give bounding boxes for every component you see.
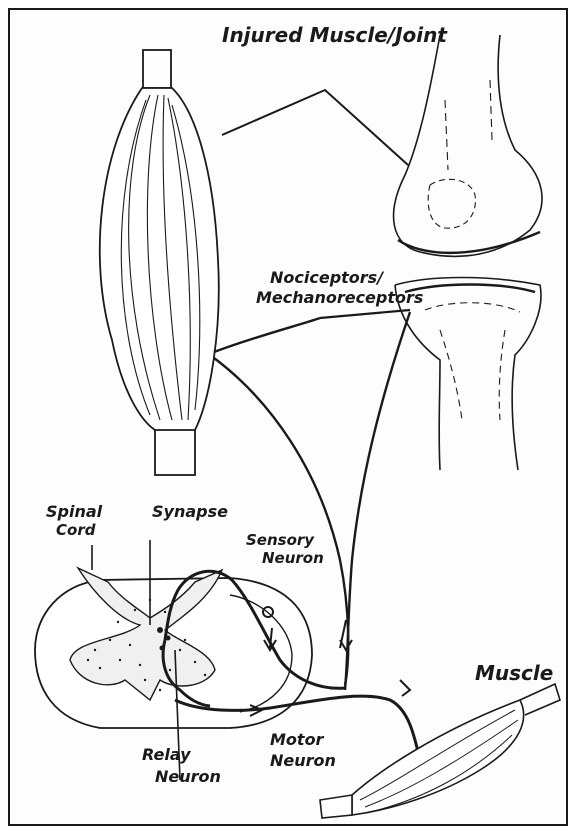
motor-neuron-label-line1: Motor	[270, 730, 325, 749]
sensory-neuron-label-line1: Sensory	[246, 531, 315, 549]
relay-neuron-label-line2: Neuron	[155, 767, 221, 786]
title-injured-muscle-joint: Injured Muscle/Joint	[222, 23, 448, 47]
receptors-pointer	[320, 310, 410, 318]
title-pointer-line	[222, 90, 408, 165]
large-muscle	[100, 50, 219, 475]
relay-neuron-label-line1: Relay	[142, 745, 191, 764]
spinal-cord-label-line2: Cord	[56, 521, 96, 539]
muscle-label: Muscle	[475, 661, 553, 685]
synapse-label: Synapse	[152, 502, 228, 521]
muscle-top-tendon	[143, 50, 171, 88]
spinal-cord-label-line1: Spinal	[46, 502, 103, 521]
small-muscle-right-tendon	[520, 684, 560, 715]
muscle-bottom-tendon	[155, 425, 195, 475]
motor-neuron-label-line2: Neuron	[270, 751, 336, 770]
femur	[394, 35, 542, 256]
receptors-label-line2: Mechanoreceptors	[256, 288, 423, 307]
small-muscle	[320, 684, 560, 818]
sensory-neuron-label-line2: Neuron	[262, 549, 324, 567]
muscle-belly	[100, 88, 219, 430]
receptors-label-line1: Nociceptors/	[270, 268, 384, 287]
small-muscle-left-tendon	[320, 795, 352, 818]
injured-joint	[394, 35, 542, 470]
